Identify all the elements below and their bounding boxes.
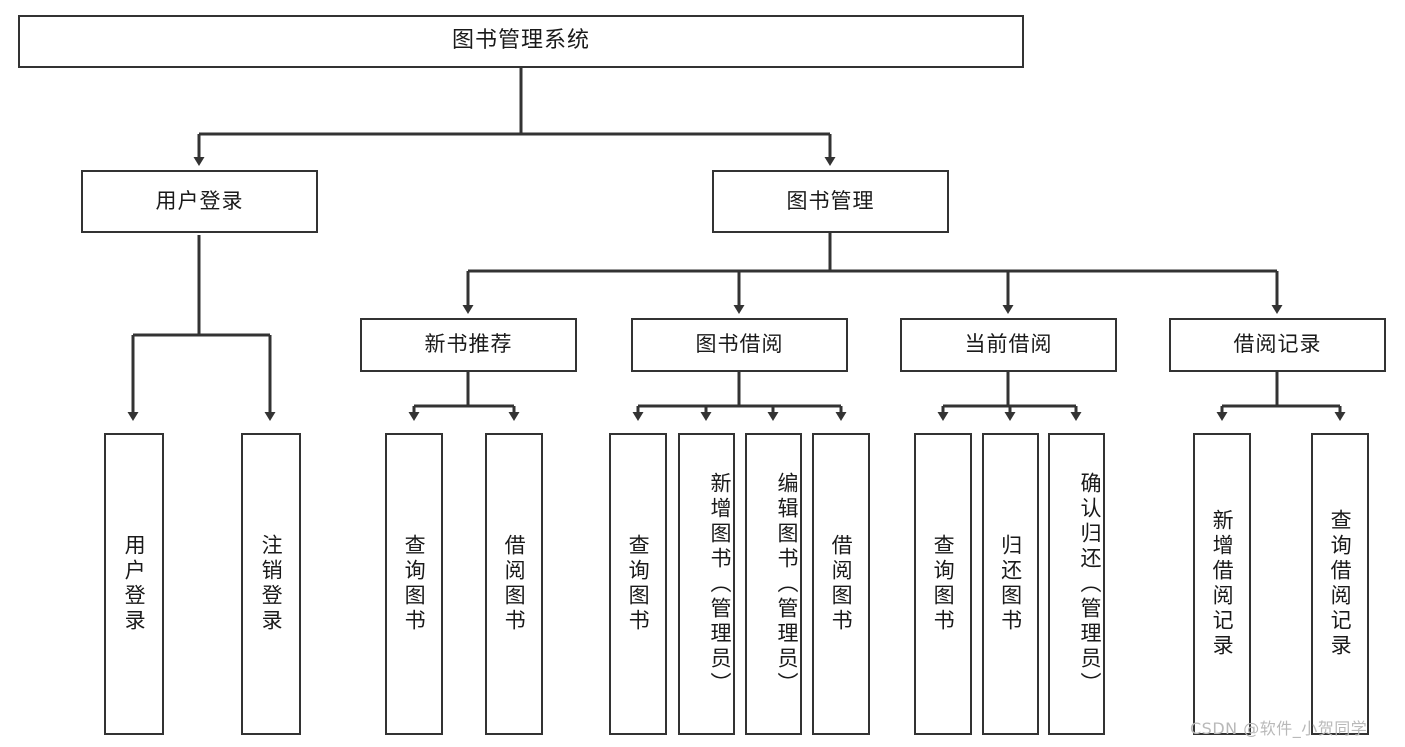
leaf-borrow-book-new-recommend[interactable]: 借阅图书 bbox=[485, 433, 543, 735]
node-label: 用户登录 bbox=[122, 534, 147, 634]
node-label: 新增图书（管理员） bbox=[708, 471, 732, 697]
node-borrow-record[interactable]: 借阅记录 bbox=[1169, 318, 1386, 372]
node-label: 查询借阅记录 bbox=[1328, 509, 1353, 659]
node-current-borrow[interactable]: 当前借阅 bbox=[900, 318, 1117, 372]
leaf-logout-login[interactable]: 注销登录 bbox=[241, 433, 301, 735]
node-label: 借阅记录 bbox=[1233, 332, 1322, 357]
leaf-user-login[interactable]: 用户登录 bbox=[104, 433, 164, 735]
node-label: 归还图书 bbox=[998, 534, 1023, 634]
node-label: 查询图书 bbox=[626, 534, 651, 634]
leaf-query-book-borrow[interactable]: 查询图书 bbox=[609, 433, 667, 735]
node-user-login[interactable]: 用户登录 bbox=[81, 170, 318, 233]
node-book-borrow[interactable]: 图书借阅 bbox=[631, 318, 848, 372]
node-label: 新书推荐 bbox=[424, 332, 513, 357]
leaf-confirm-return-admin[interactable]: 确认归还（管理员） bbox=[1048, 433, 1105, 735]
node-label: 当前借阅 bbox=[964, 332, 1053, 357]
node-label: 查询图书 bbox=[931, 534, 956, 634]
node-label: 借阅图书 bbox=[829, 534, 854, 634]
node-label: 图书管理系统 bbox=[451, 28, 590, 54]
node-label: 用户登录 bbox=[155, 188, 244, 213]
leaf-return-book[interactable]: 归还图书 bbox=[982, 433, 1039, 735]
node-label: 查询图书 bbox=[402, 534, 427, 634]
node-new-book-recommend[interactable]: 新书推荐 bbox=[360, 318, 577, 372]
leaf-add-book-admin[interactable]: 新增图书（管理员） bbox=[678, 433, 735, 735]
leaf-add-borrow-record[interactable]: 新增借阅记录 bbox=[1193, 433, 1251, 735]
node-root-book-management-system[interactable]: 图书管理系统 bbox=[18, 15, 1024, 68]
node-book-management[interactable]: 图书管理 bbox=[712, 170, 949, 233]
node-label: 确认归还（管理员） bbox=[1078, 471, 1102, 697]
node-label: 图书管理 bbox=[786, 188, 875, 213]
node-label: 借阅图书 bbox=[502, 534, 527, 634]
node-label: 注销登录 bbox=[259, 534, 284, 634]
node-label: 编辑图书（管理员） bbox=[775, 471, 799, 697]
leaf-query-borrow-record[interactable]: 查询借阅记录 bbox=[1311, 433, 1369, 735]
node-label: 图书借阅 bbox=[695, 332, 784, 357]
node-label: 新增借阅记录 bbox=[1210, 509, 1235, 659]
leaf-borrow-book-borrow[interactable]: 借阅图书 bbox=[812, 433, 870, 735]
leaf-edit-book-admin[interactable]: 编辑图书（管理员） bbox=[745, 433, 802, 735]
csdn-watermark: CSDN @软件_小贺同学 bbox=[1190, 719, 1368, 738]
leaf-query-book-new-recommend[interactable]: 查询图书 bbox=[385, 433, 443, 735]
leaf-query-book-current[interactable]: 查询图书 bbox=[914, 433, 972, 735]
